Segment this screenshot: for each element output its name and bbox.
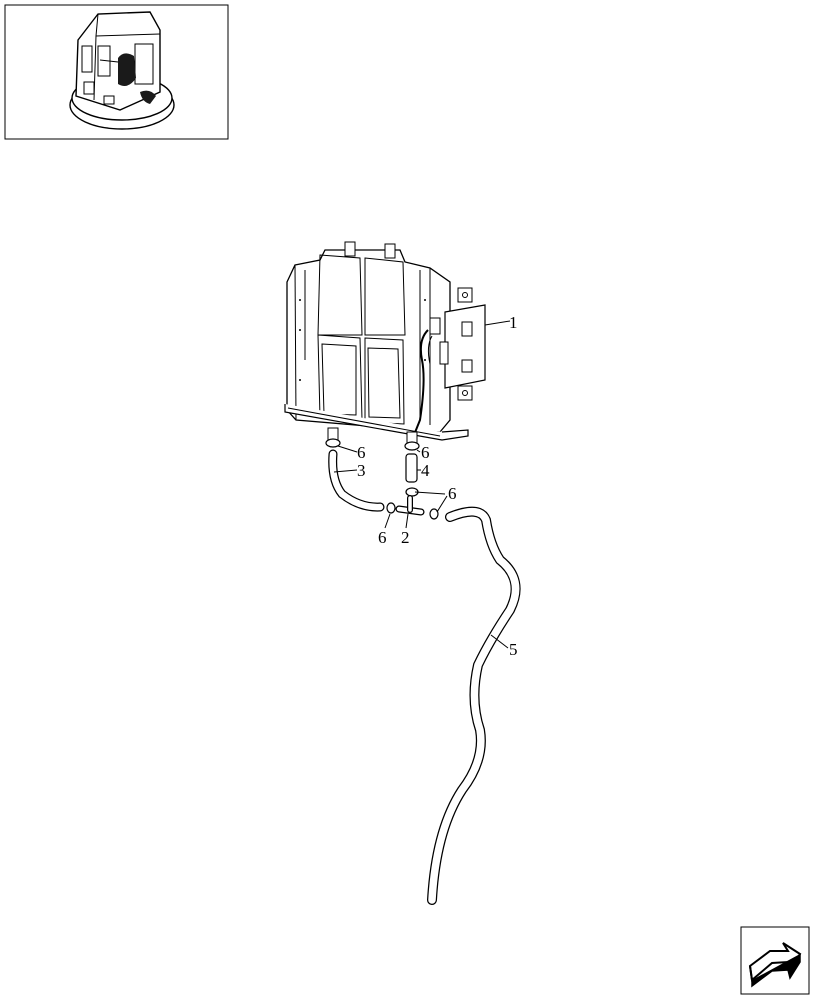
next-page-button[interactable] — [740, 926, 810, 995]
callout-6a: 6 — [357, 443, 366, 462]
callout-5: 5 — [509, 640, 518, 659]
callout-6b: 6 — [421, 443, 430, 462]
callout-2: 2 — [401, 528, 410, 547]
callouts: 1 2 3 4 5 6 6 6 6 — [357, 313, 518, 659]
callout-6c: 6 — [448, 484, 457, 503]
callout-1: 1 — [509, 313, 518, 332]
leader-lines — [333, 320, 511, 649]
callout-6d: 6 — [378, 528, 387, 547]
next-page-arrow-icon — [748, 942, 802, 988]
locator-thumbnail — [4, 4, 229, 140]
heater-unit — [284, 241, 486, 445]
callout-4: 4 — [421, 461, 430, 480]
callout-3: 3 — [357, 461, 366, 480]
hose-assembly — [325, 438, 521, 905]
